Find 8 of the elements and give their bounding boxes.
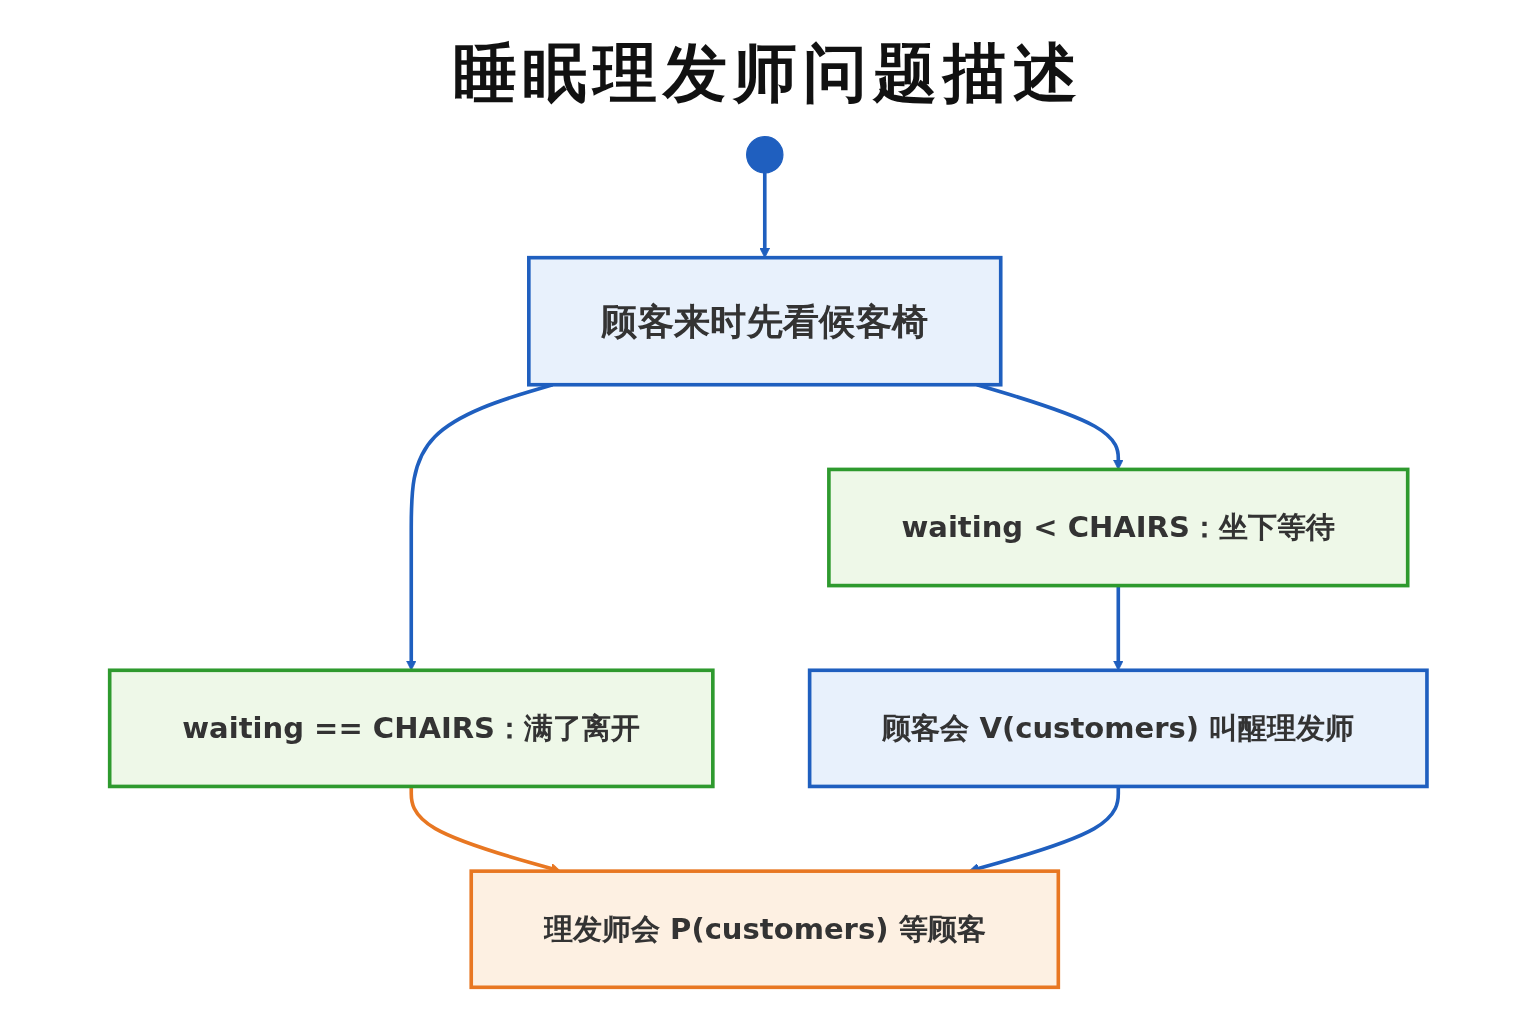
diagram-title: 睡眠理发师问题描述 bbox=[452, 35, 1084, 112]
node-person bbox=[745, 136, 784, 174]
arrow bbox=[1112, 585, 1124, 671]
node-box: 顾客会 V(customers) 叫醒理发师 bbox=[807, 668, 1429, 789]
node-box: 顾客来时先看候客椅 bbox=[526, 255, 1003, 387]
node-box: waiting < CHAIRS：坐下等待 bbox=[826, 467, 1410, 588]
node-box: waiting == CHAIRS：满了离开 bbox=[107, 668, 715, 789]
node-box: 理发师会 P(customers) 等顾客 bbox=[469, 869, 1060, 990]
